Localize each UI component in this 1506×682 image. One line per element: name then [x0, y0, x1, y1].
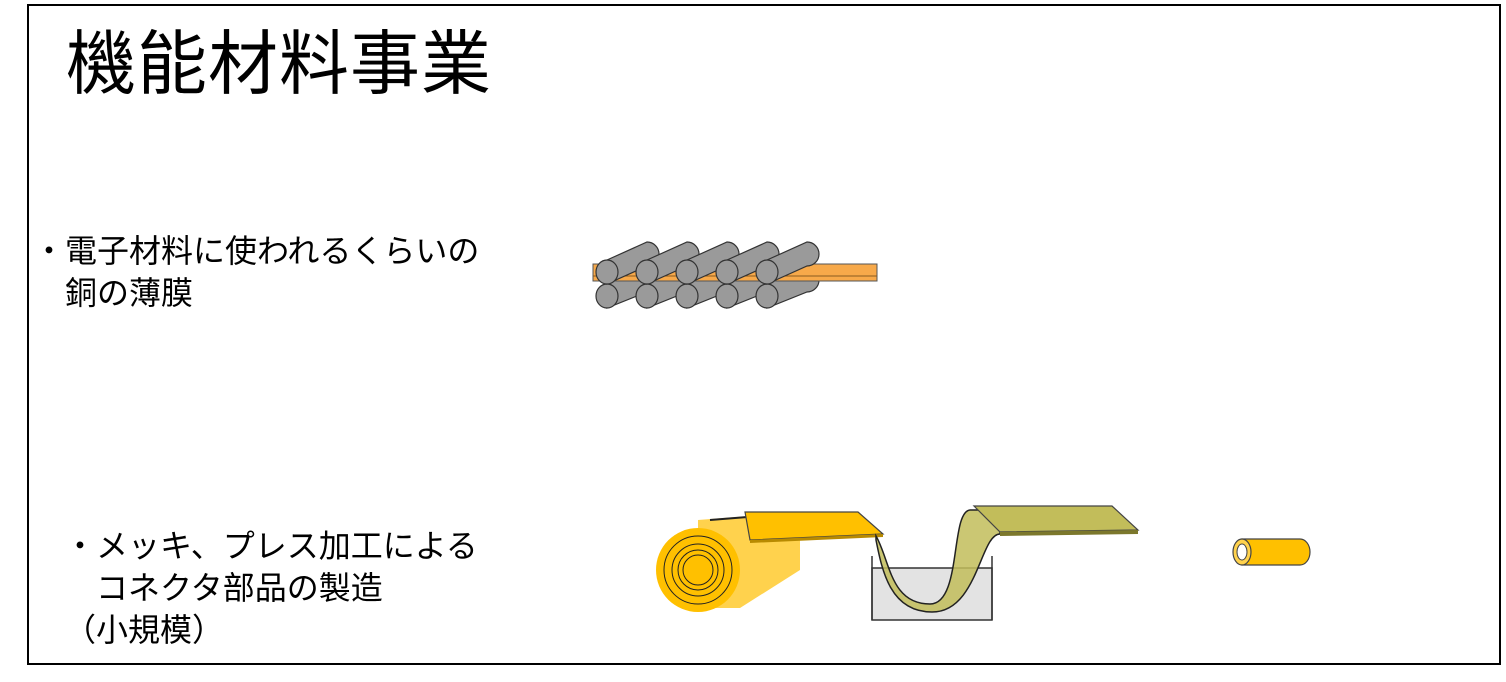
- plating-line-icon: [656, 505, 1140, 621]
- upper-rollers: [595, 241, 820, 285]
- bullet-line: コネクタ部品の製造: [64, 569, 383, 607]
- bullet-line: ・電子材料に使われるくらいの: [33, 232, 480, 270]
- connector-pin-icon: [1232, 538, 1311, 566]
- page-title: 機能材料事業: [66, 23, 492, 105]
- rolling-mill-icon: [592, 241, 878, 309]
- bullet-copper-foil: ・電子材料に使われるくらいの 銅の薄膜: [33, 230, 479, 314]
- bullet-line: 銅の薄膜: [33, 274, 194, 312]
- bullet-connector-parts: ・メッキ、プレス加工による コネクタ部品の製造 （小規模）: [64, 525, 478, 651]
- lower-rollers: [595, 267, 820, 309]
- bullet-line: ・メッキ、プレス加工による: [64, 527, 478, 565]
- bullet-line: （小規模）: [64, 611, 225, 649]
